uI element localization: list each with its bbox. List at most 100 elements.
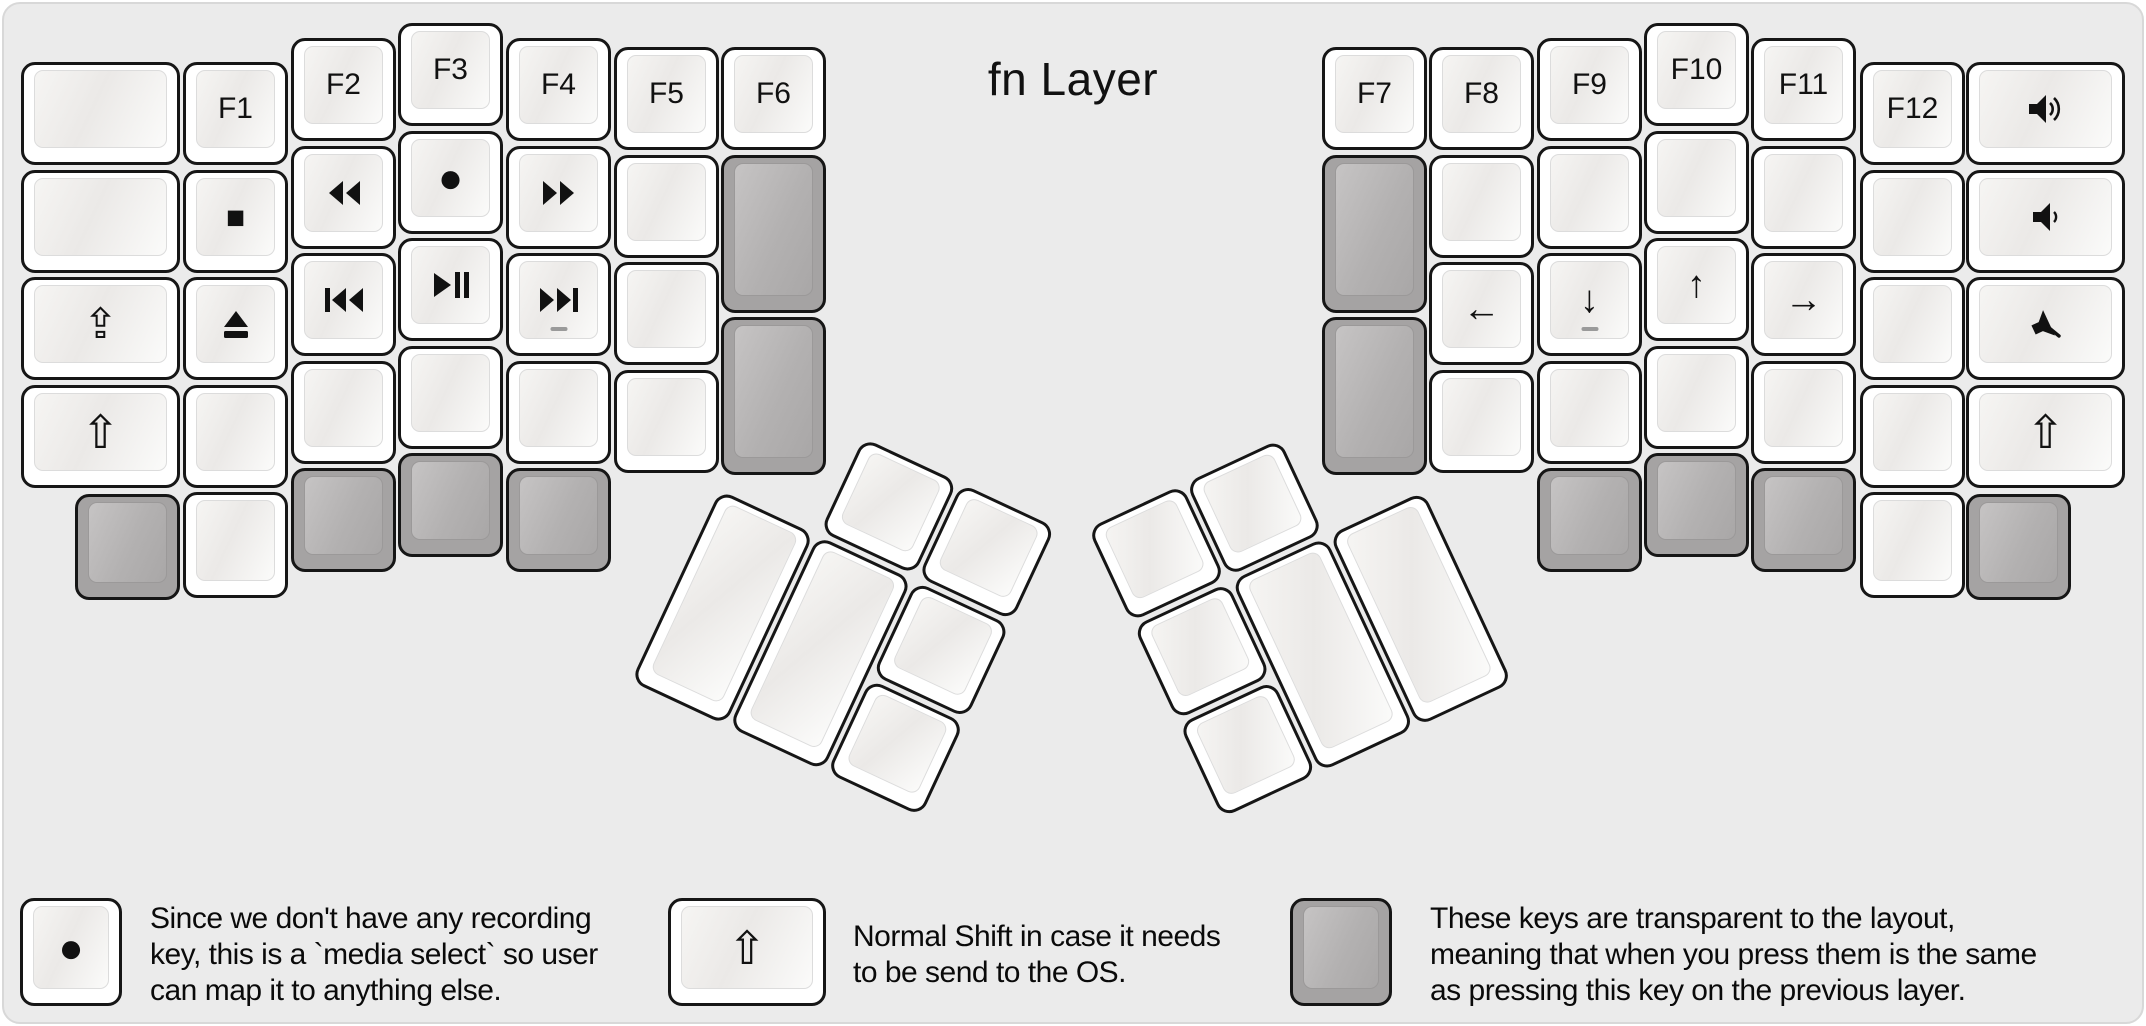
key-blank[interactable] [1751, 361, 1856, 464]
key-f8-label: F8 [1463, 77, 1499, 110]
key-f11-label: F11 [1778, 68, 1829, 101]
key-blank[interactable] [614, 155, 719, 258]
key-transparent[interactable] [721, 155, 826, 313]
prev-track-icon [324, 287, 364, 313]
key-f4[interactable]: F4 [506, 38, 611, 141]
key-rewind[interactable] [291, 146, 396, 249]
key-f10-surface: F10 [1657, 31, 1736, 109]
key-transparent[interactable] [1644, 453, 1749, 557]
key-blank-surface [627, 378, 706, 456]
key-transparent[interactable] [75, 494, 180, 600]
key-blank-surface [1442, 378, 1521, 456]
legend-text-shift: Normal Shift in case it needs to be send… [853, 919, 1221, 991]
key-f2[interactable]: F2 [291, 38, 396, 141]
key-blank[interactable] [291, 361, 396, 464]
key-f9[interactable]: F9 [1537, 38, 1642, 141]
key-shift-right[interactable]: ⇧ [1966, 385, 2125, 488]
key-blank[interactable] [1860, 170, 1965, 273]
key-f12[interactable]: F12 [1860, 62, 1965, 165]
key-caps-lock[interactable]: ⇪ [21, 277, 180, 380]
key-blank[interactable] [506, 361, 611, 464]
key-blank[interactable] [1644, 131, 1749, 234]
key-transparent[interactable] [721, 317, 826, 475]
key-transparent[interactable] [398, 453, 503, 557]
key-blank-surface [1873, 500, 1952, 581]
key-play-pause[interactable] [398, 238, 503, 341]
key-blank[interactable] [1644, 346, 1749, 449]
key-stop[interactable]: ■ [183, 170, 288, 273]
key-volume-up[interactable] [1966, 62, 2125, 165]
key-arrow-up-label: ↑ [1687, 264, 1706, 306]
legend-line: meaning that when you press them is the … [1430, 938, 2037, 971]
key-blank[interactable] [1429, 370, 1534, 473]
key-blank[interactable] [1860, 385, 1965, 488]
key-transparent[interactable] [291, 468, 396, 572]
key-fast-forward[interactable] [506, 146, 611, 249]
key-blank-surface [34, 70, 167, 148]
key-blank-surface [196, 500, 275, 581]
key-arrow-up-surface: ↑ [1657, 246, 1736, 324]
key-blank-surface [1550, 369, 1629, 447]
key-mute-surface [1979, 285, 2112, 363]
legend-line: Since we don't have any recording [150, 902, 592, 935]
key-f3-label: F3 [432, 53, 468, 86]
fast-forward-icon [541, 180, 577, 206]
key-transparent[interactable] [1537, 468, 1642, 572]
key-blank[interactable] [614, 370, 719, 473]
key-blank[interactable] [21, 170, 180, 273]
key-f10-label: F10 [1670, 53, 1723, 86]
key-f3[interactable]: F3 [398, 23, 503, 126]
key-thumb-blank-surface [1102, 497, 1207, 602]
homing-bar [1581, 327, 1598, 331]
key-arrow-down[interactable]: ↓ [1537, 253, 1642, 356]
key-thumb-blank-surface [845, 691, 950, 796]
key-blank[interactable] [1537, 146, 1642, 249]
key-f7[interactable]: F7 [1322, 47, 1427, 150]
key-blank[interactable] [183, 385, 288, 488]
key-blank-surface [1764, 369, 1843, 447]
key-shift-right-surface: ⇧ [1979, 393, 2112, 471]
key-f2-surface: F2 [304, 46, 383, 124]
key-eject[interactable] [183, 277, 288, 380]
key-transparent[interactable] [1322, 155, 1427, 313]
key-f10[interactable]: F10 [1644, 23, 1749, 126]
legend-key-transparent [1290, 898, 1392, 1006]
key-play-pause-surface [411, 246, 490, 324]
key-blank[interactable] [614, 262, 719, 365]
key-transparent[interactable] [1322, 317, 1427, 475]
key-next-track[interactable] [506, 253, 611, 356]
key-prev-track-surface [304, 261, 383, 339]
key-f11[interactable]: F11 [1751, 38, 1856, 141]
key-blank[interactable] [1429, 155, 1534, 258]
key-blank[interactable] [183, 492, 288, 598]
key-blank[interactable] [1751, 146, 1856, 249]
key-volume-up-surface [1979, 70, 2112, 148]
key-blank[interactable] [398, 346, 503, 449]
key-transparent[interactable] [1966, 494, 2071, 600]
legend-key-shift-surface: ⇧ [681, 906, 813, 989]
key-volume-down[interactable] [1966, 170, 2125, 273]
key-f5[interactable]: F5 [614, 47, 719, 150]
key-transparent-surface [1764, 476, 1843, 555]
key-f8[interactable]: F8 [1429, 47, 1534, 150]
key-f6[interactable]: F6 [721, 47, 826, 150]
legend-line: can map it to anything else. [150, 974, 502, 1007]
key-arrow-right[interactable]: → [1751, 253, 1856, 356]
key-shift-left[interactable]: ⇧ [21, 385, 180, 488]
key-blank[interactable] [1537, 361, 1642, 464]
key-shift-left-surface: ⇧ [34, 393, 167, 471]
key-f1[interactable]: F1 [183, 62, 288, 165]
key-blank-surface [1873, 285, 1952, 363]
key-blank[interactable] [1860, 492, 1965, 598]
key-arrow-left[interactable]: ← [1429, 262, 1534, 365]
key-blank[interactable] [21, 62, 180, 165]
key-prev-track[interactable] [291, 253, 396, 356]
key-mute[interactable] [1966, 277, 2125, 380]
key-blank[interactable] [1860, 277, 1965, 380]
key-blank-surface [627, 270, 706, 348]
key-arrow-up[interactable]: ↑ [1644, 238, 1749, 341]
key-transparent[interactable] [1751, 468, 1856, 572]
key-transparent-surface [734, 163, 813, 296]
key-transparent[interactable] [506, 468, 611, 572]
key-record[interactable]: ● [398, 131, 503, 234]
